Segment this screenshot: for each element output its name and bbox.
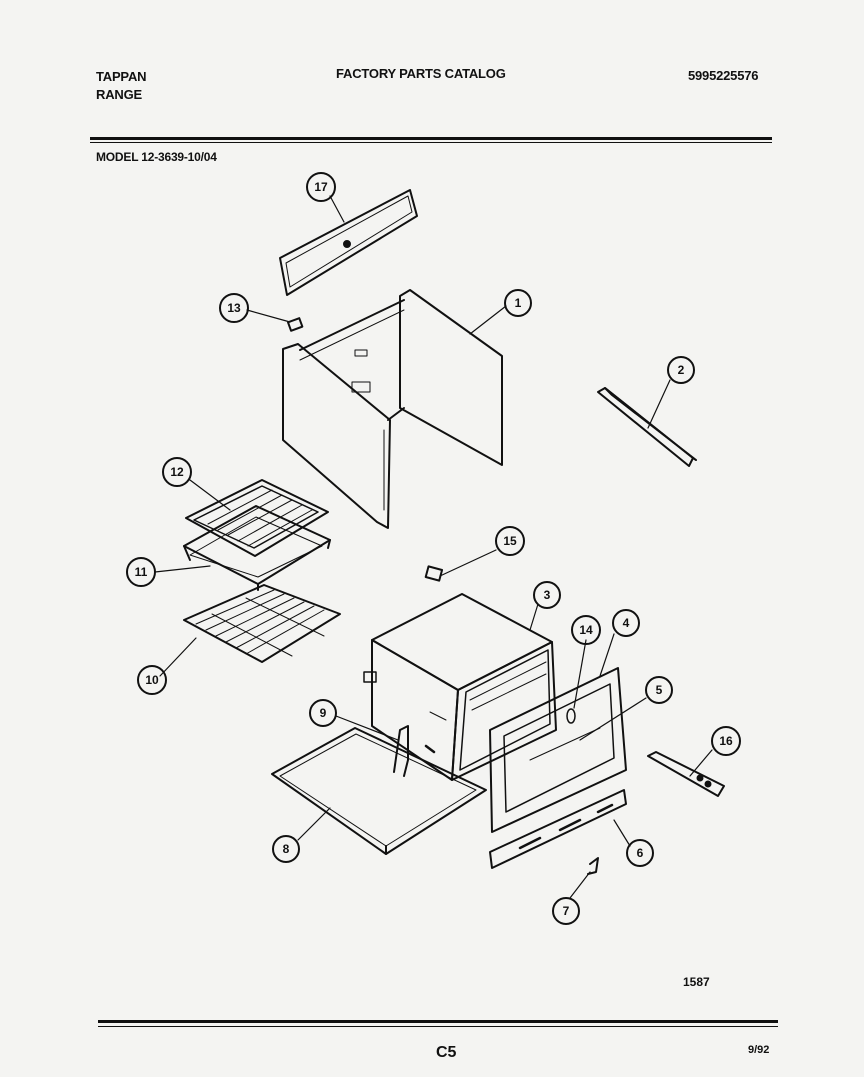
part-17-top-panel [279,189,418,296]
brand-line-1: TAPPAN [96,69,147,84]
figure-number: 1587 [683,975,710,989]
callout-3-label: 3 [544,588,551,602]
callout-9-label: 9 [320,706,327,720]
callout-16 [711,726,741,756]
callout-14 [571,615,601,645]
callouts [126,172,741,925]
callout-15-label: 15 [503,534,517,548]
part-15-bracket [424,565,444,582]
footer-rule-thin [98,1026,778,1027]
callout-5-label: 5 [656,683,663,697]
callout-1 [504,289,532,317]
header-rule-thin [90,142,772,143]
brand-line-2: RANGE [96,87,142,102]
callout-14-label: 14 [579,623,593,637]
footer-rule [98,1020,778,1023]
part-2-rail [597,387,697,467]
callout-3 [533,581,561,609]
page-number: C5 [436,1044,457,1061]
part-9-hinge [393,725,436,777]
callout-6-label: 6 [637,846,644,860]
model-number: MODEL 12-3639-10/04 [96,150,217,164]
part-3-oven-liner [363,593,557,781]
leader-lines [154,195,713,899]
callout-15 [495,526,525,556]
callout-2-label: 2 [678,363,685,377]
part-number: 5995225576 [688,68,759,83]
part-7-clip [587,857,599,875]
callout-11 [126,557,156,587]
callout-13-label: 13 [227,301,241,315]
callout-4-label: 4 [623,616,630,630]
callout-17 [306,172,336,202]
callout-10 [137,665,167,695]
callout-6 [626,839,654,867]
callout-7 [552,897,580,925]
date-code: 9/92 [748,1044,770,1056]
callout-9 [309,699,337,727]
part-14-gasket-clip [566,708,576,724]
callout-16-label: 16 [719,734,733,748]
part-11-broiler-pan [183,505,331,591]
part-10-oven-rack [183,584,341,663]
callout-2 [667,356,695,384]
callout-17-label: 17 [314,180,328,194]
part-1-body-frame [282,289,503,529]
callout-7-label: 7 [563,904,570,918]
callout-8-label: 8 [283,842,290,856]
callout-5 [645,676,673,704]
part-13-clip [286,317,304,332]
catalog-title: FACTORY PARTS CATALOG [336,66,506,81]
callout-10-label: 10 [145,673,159,687]
callout-1-label: 1 [515,296,522,310]
part-8-bottom-panel [271,727,487,855]
part-6-door-trim [489,789,627,869]
callout-4 [612,609,640,637]
callout-13 [219,293,249,323]
header-rule [90,137,772,140]
brand: TAPPAN RANGE [96,68,147,104]
callout-11-label: 11 [135,565,148,579]
callout-12 [162,457,192,487]
callout-12-label: 12 [170,465,184,479]
part-16-trim-strip [647,751,725,797]
callout-8 [272,835,300,863]
